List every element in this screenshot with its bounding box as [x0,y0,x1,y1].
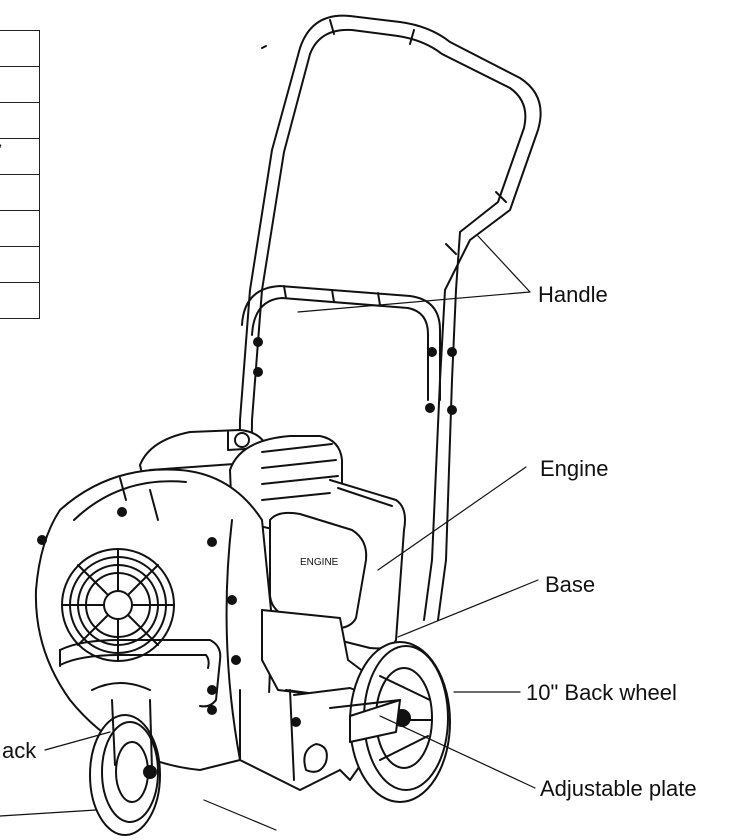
spec-table-cell-text: ” [0,141,2,157]
leader-front-partial [44,731,111,751]
fan-housing [34,468,273,771]
spec-table-cell [0,66,40,103]
leader-bolt [203,799,277,831]
spec-table-cell [0,246,40,283]
label-base: Base [545,572,596,597]
leader-adjustable-plate [379,715,536,789]
label-back-wheel: 10" Back wheel [526,680,677,705]
leader-handle [297,235,531,313]
spec-table-row [0,102,40,139]
spec-table-cell [0,102,40,139]
spec-table-row [0,282,40,319]
leader-lines [0,235,539,831]
back-wheel [349,641,451,803]
leader-base [397,579,539,638]
front-caster [59,639,222,836]
spec-table: ” [0,30,40,319]
adjustable-plate [329,699,401,743]
spec-table-row [0,66,40,103]
spec-table-row [0,246,40,283]
label-handle: Handle [538,282,608,307]
label-adjustable-plate: Adjustable plate [540,776,697,801]
outer-handle [237,14,542,621]
spec-table-cell [0,282,40,319]
inner-handle [241,285,457,415]
leader-front-wheel [0,809,97,817]
leader-engine [377,466,527,571]
spec-table-row [0,174,40,211]
svg-text:ENGINE: ENGINE [300,557,339,568]
spec-table-cell [0,174,40,211]
label-engine: Engine [540,456,609,481]
label-front-partial: ack [2,738,37,763]
